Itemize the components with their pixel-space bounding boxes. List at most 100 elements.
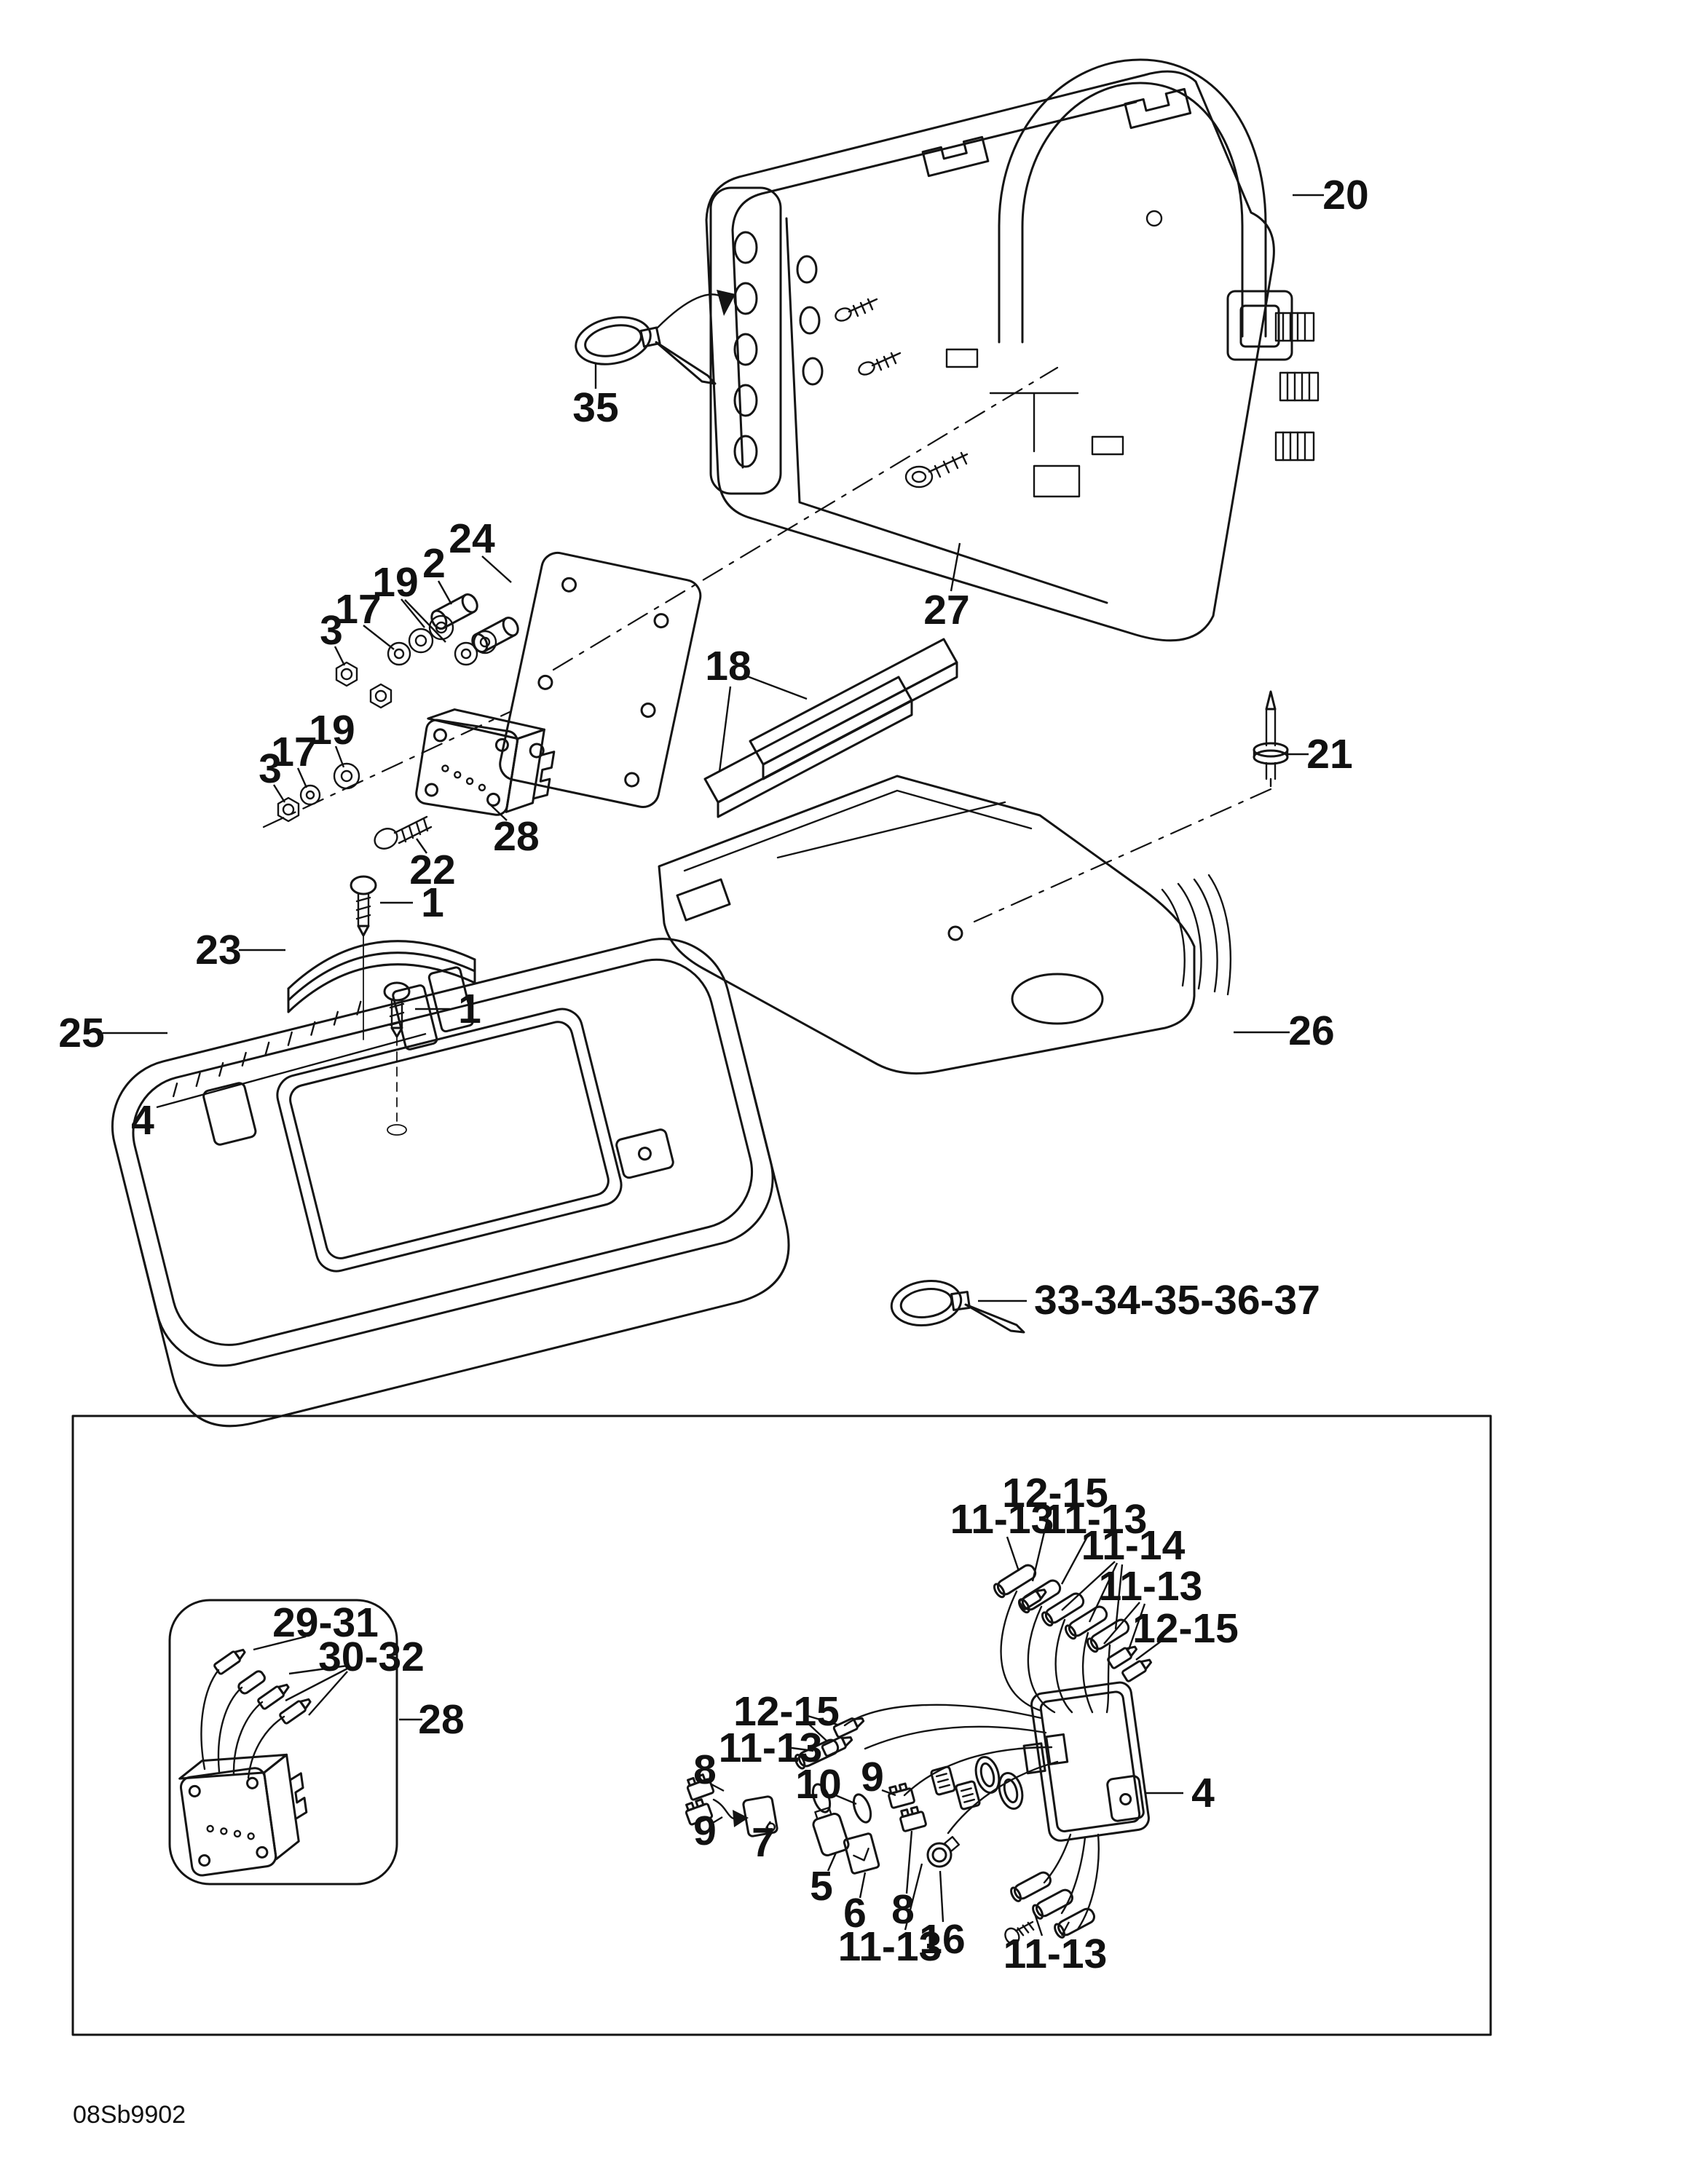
leader-line	[859, 1872, 867, 1899]
axis-line	[262, 711, 511, 828]
part-number-label: 12-15	[733, 1688, 840, 1735]
battery-case	[705, 70, 1320, 642]
spacer-icon	[430, 593, 478, 630]
part-number-label: 16	[919, 1916, 965, 1963]
washer-icon	[387, 614, 497, 666]
part-number-label: 11-13	[1099, 1563, 1203, 1610]
cable-tie-icon	[890, 1280, 1025, 1334]
leader-line	[437, 580, 453, 605]
part-number-label: 26	[1288, 1008, 1334, 1054]
part-number-label: 3	[320, 607, 343, 654]
routing-arrow-icon	[656, 290, 735, 329]
battery-tray	[111, 938, 790, 1428]
leader-line	[481, 555, 512, 583]
part-number-label: 11-13	[719, 1725, 823, 1771]
part-number-label: 1	[421, 879, 444, 926]
regulator-inset-frame	[168, 1599, 398, 1886]
part-number-label: 18	[705, 643, 751, 689]
voltage-regulator-leads	[178, 1648, 312, 1877]
leader-line	[1088, 1562, 1119, 1623]
part-number-label: 17	[335, 586, 381, 633]
part-number-label: 10	[795, 1761, 841, 1808]
leader-line	[804, 1720, 828, 1742]
part-number-label: 7	[752, 1819, 775, 1866]
part-number-label: 28	[418, 1696, 464, 1743]
part-number-label: 9	[861, 1754, 884, 1800]
part-number-label: 21	[1306, 731, 1352, 778]
screw-icon	[374, 815, 433, 850]
screw-icon	[350, 875, 377, 1040]
part-number-label: 19	[372, 559, 418, 606]
part-number-label: 1	[458, 986, 481, 1032]
strap	[998, 58, 1293, 361]
detail-box-frame	[71, 1415, 1492, 2036]
leader-line	[939, 1870, 944, 1923]
leader-line	[308, 1671, 348, 1716]
leader-line	[490, 804, 508, 821]
leader-line	[1033, 1911, 1044, 1936]
leader-line	[253, 1635, 307, 1651]
leader-line	[401, 598, 425, 628]
part-number-label: 27	[923, 587, 969, 633]
cable-tie-icon	[575, 316, 717, 385]
axis-line	[552, 366, 1059, 671]
bolt-icon	[904, 451, 969, 488]
part-number-label: 25	[58, 1010, 104, 1056]
part-number-label: 12-15	[1132, 1605, 1239, 1652]
part-number-label: 11-13	[950, 1496, 1054, 1543]
part-number-label: 8	[693, 1746, 717, 1793]
leader-line	[833, 1793, 857, 1805]
part-number-label: 22	[409, 847, 455, 893]
part-number-label: 4	[1191, 1770, 1215, 1816]
leader-line	[1114, 1564, 1124, 1630]
leader-line	[904, 1863, 923, 1931]
leader-line	[1127, 1603, 1146, 1650]
mounting-bracket	[499, 551, 702, 808]
part-number-label: 30-32	[318, 1634, 425, 1680]
leader-line	[905, 1830, 913, 1894]
threaded-boss-icon	[1274, 312, 1320, 462]
part-number-label: 23	[195, 927, 241, 973]
part-number-label: 11-13	[838, 1923, 942, 1970]
leader-line	[1006, 1536, 1020, 1572]
part-number-label: 33-34-35-36-37	[1034, 1277, 1320, 1324]
part-number-label: 5	[810, 1863, 833, 1910]
document-code: 08Sb9902	[73, 2101, 186, 2129]
leader-line	[285, 1667, 348, 1702]
leader-line	[1061, 1561, 1116, 1611]
part-number-label: 9	[693, 1808, 717, 1854]
leader-line	[950, 542, 961, 592]
leader-line	[156, 1032, 427, 1109]
leader-line	[827, 1852, 837, 1872]
foam-pad	[703, 638, 958, 818]
part-number-label: 24	[449, 515, 495, 562]
leader-line	[711, 1783, 725, 1792]
gasket	[287, 940, 476, 1013]
nut-icon	[335, 661, 393, 709]
voltage-regulator	[415, 708, 556, 816]
leader-line	[1103, 1602, 1140, 1645]
leader-line	[807, 1714, 838, 1726]
part-number-label: 2	[422, 540, 446, 587]
part-number-label: 28	[493, 813, 539, 860]
screw-icon	[835, 298, 902, 376]
part-number-label: 20	[1322, 172, 1368, 218]
part-number-label: 12-15	[1002, 1470, 1108, 1516]
part-number-label: 11-13	[1003, 1931, 1108, 1977]
leader-line	[1135, 1638, 1165, 1661]
callouts-layer: 20352724219173191732822123125418212633-3…	[58, 172, 1368, 1977]
anchor-pin	[973, 690, 1289, 923]
part-number-label: 11-13	[1044, 1496, 1148, 1543]
leader-line	[791, 1746, 814, 1752]
electrical-tray	[658, 775, 1231, 1075]
part-number-label: 35	[572, 384, 618, 431]
leader-line	[1031, 1510, 1051, 1582]
leader-line	[404, 599, 446, 643]
leader-line	[1060, 1536, 1089, 1585]
leader-line	[296, 767, 308, 788]
leader-line	[881, 1789, 896, 1797]
leader-line	[718, 686, 732, 772]
part-number-label: 19	[309, 707, 355, 753]
